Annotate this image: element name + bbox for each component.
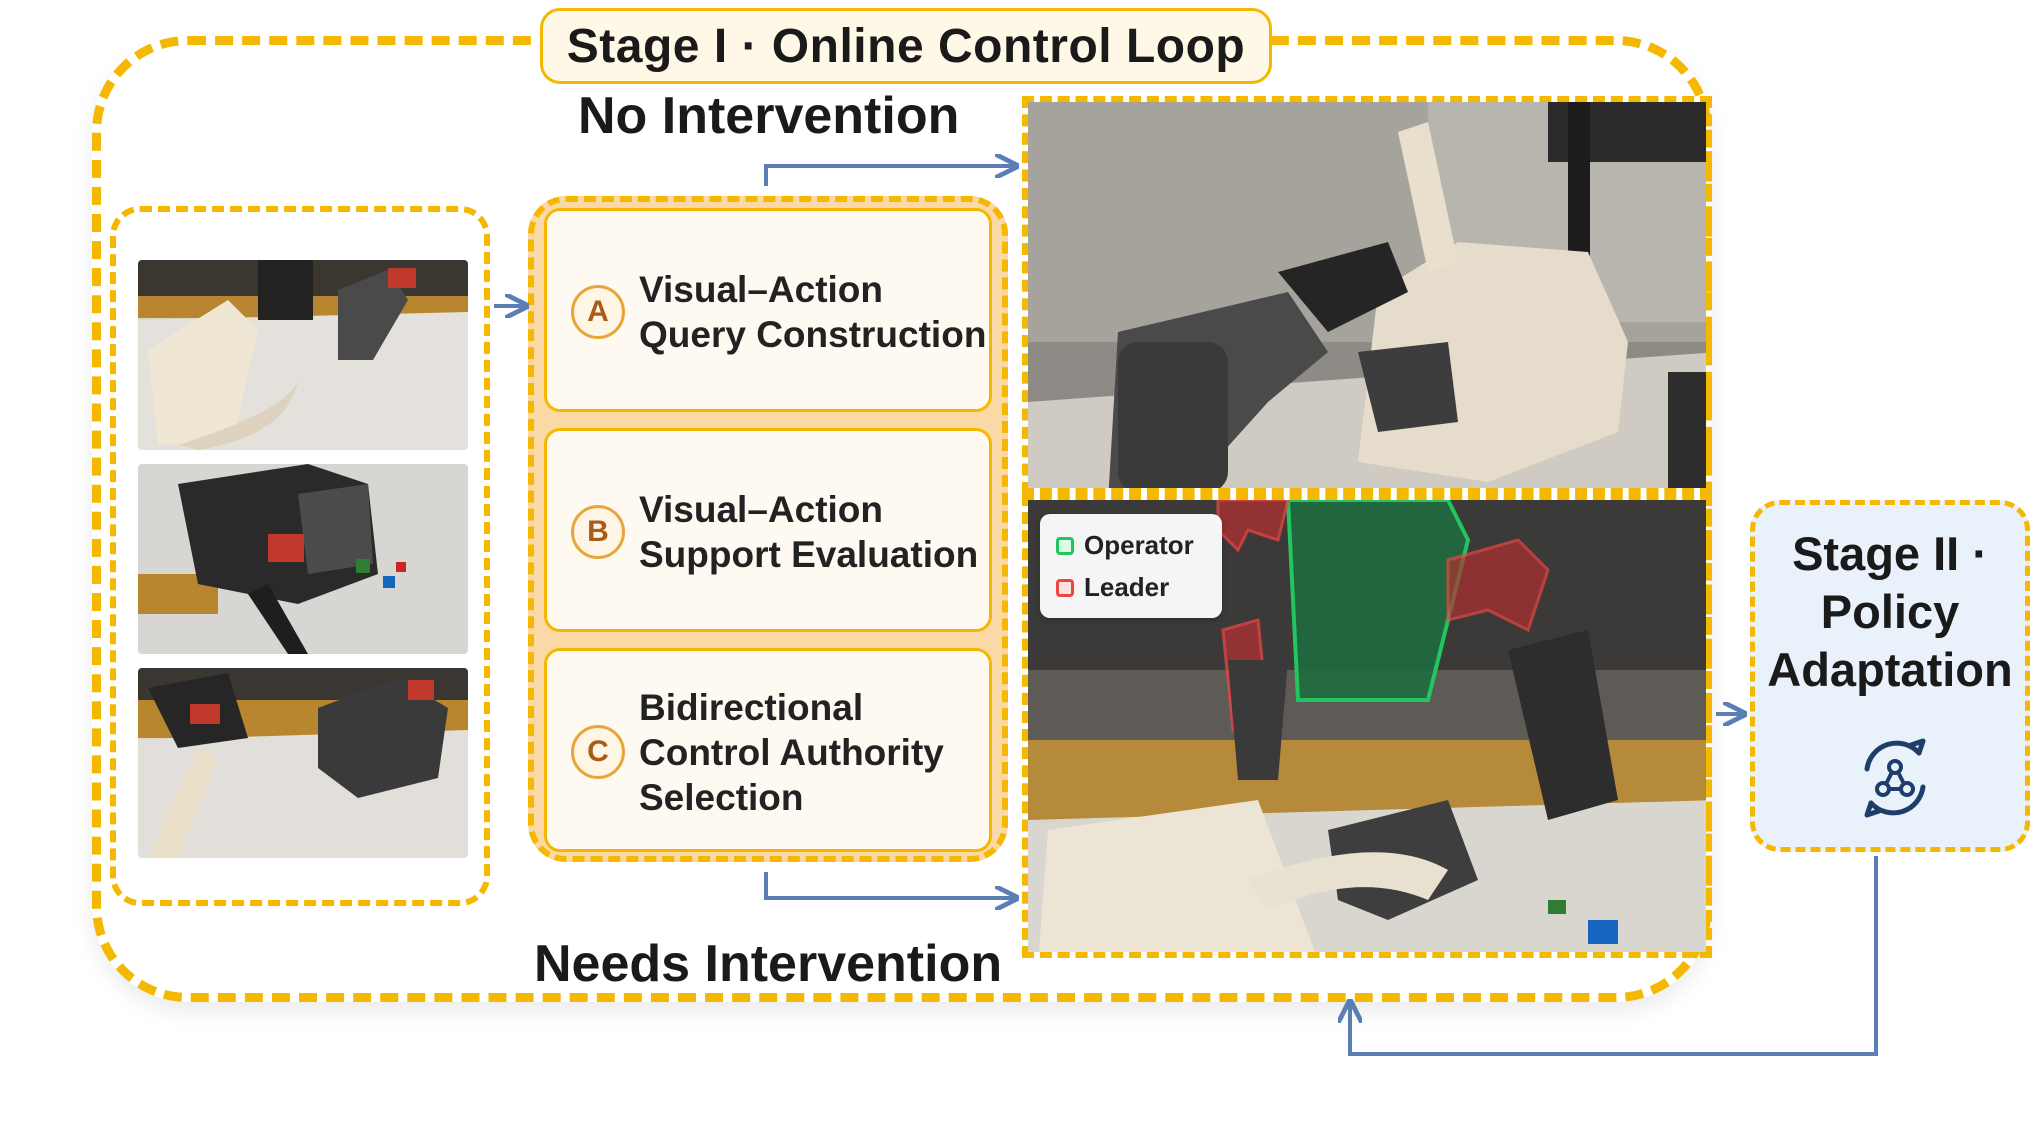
operator-swatch xyxy=(1056,536,1074,555)
stage2-title-line3: Adaptation xyxy=(1767,643,2013,696)
module-c: C Bidirectional Control Authority Select… xyxy=(544,648,992,852)
observation-frames-panel xyxy=(110,206,490,906)
arrow-no-intervention xyxy=(764,166,1014,186)
module-a-line1: Visual–Action xyxy=(639,269,884,310)
stage2-box: Stage II · Policy Adaptation xyxy=(1750,500,2030,852)
arrow-needs-intervention xyxy=(764,872,1014,898)
module-a-line2: Query Construction xyxy=(639,314,987,355)
observation-frame-2 xyxy=(138,464,468,654)
policy-cycle-icon xyxy=(1864,738,1926,818)
no-intervention-scene xyxy=(1022,96,1712,494)
leader-swatch xyxy=(1056,578,1074,597)
module-a-badge: A xyxy=(571,285,625,339)
legend-leader: Leader xyxy=(1056,572,1169,603)
module-c-line1: Bidirectional xyxy=(639,687,864,728)
legend-operator: Operator xyxy=(1056,530,1194,561)
module-c-line3: Selection xyxy=(639,777,804,818)
stage2-title-line1: Stage II · xyxy=(1792,527,1988,580)
module-c-badge: C xyxy=(571,725,625,779)
no-intervention-label: No Intervention xyxy=(578,87,960,145)
legend-operator-label: Operator xyxy=(1084,530,1194,560)
module-b-line1: Visual–Action xyxy=(639,489,884,530)
reasoning-modules-panel: A Visual–Action Query Construction B Vis… xyxy=(528,196,1008,862)
observation-frame-3 xyxy=(138,668,468,858)
module-a: A Visual–Action Query Construction xyxy=(544,208,992,412)
stage1-title: Stage I · Online Control Loop xyxy=(540,8,1272,84)
segmentation-legend: Operator Leader xyxy=(1040,514,1222,618)
module-c-line2: Control Authority xyxy=(639,732,944,773)
observation-frame-1 xyxy=(138,260,468,450)
module-b-badge: B xyxy=(571,505,625,559)
needs-intervention-label: Needs Intervention xyxy=(534,935,1003,993)
legend-leader-label: Leader xyxy=(1084,572,1170,602)
module-b: B Visual–Action Support Evaluation xyxy=(544,428,992,632)
arrow-stage2-feedback xyxy=(1350,856,1878,1056)
stage2-title-line2: Policy xyxy=(1820,585,1960,638)
module-b-line2: Support Evaluation xyxy=(639,534,979,575)
